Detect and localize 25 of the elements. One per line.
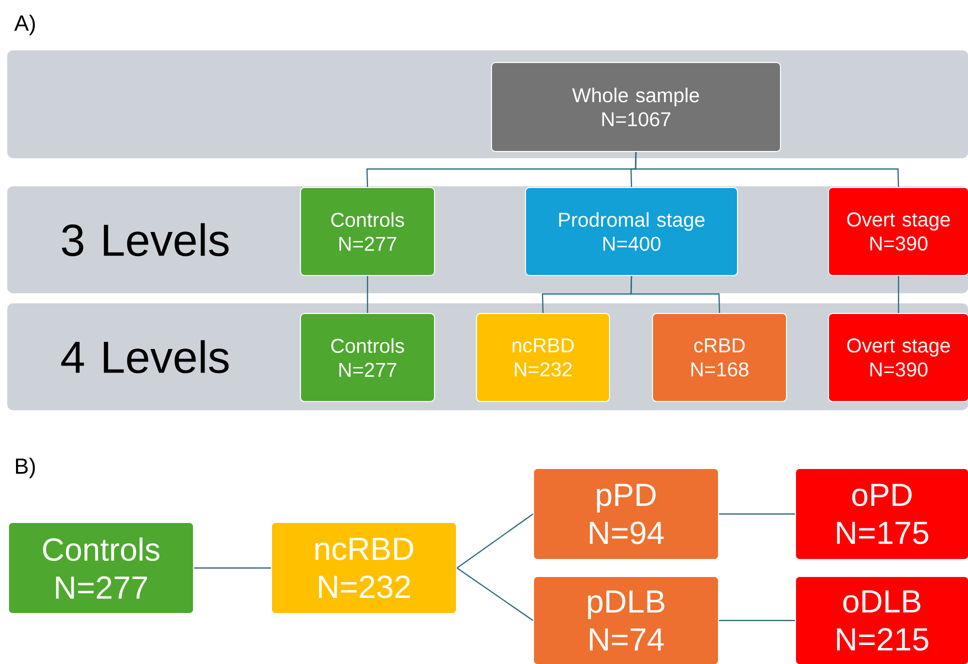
panel-label: A): [14, 14, 35, 36]
group-box: oPD N=175: [795, 468, 968, 560]
connector-line: [719, 513, 795, 515]
group-box: Overt stage N=390: [828, 187, 968, 276]
connector-line: [456, 514, 534, 568]
group-box: Prodromal stage N=400: [525, 187, 738, 276]
connector-line: [634, 152, 900, 188]
connector-line: [194, 567, 271, 569]
group-box: ncRBD N=232: [271, 522, 457, 614]
connector-line: [366, 276, 368, 313]
connector-line: [456, 568, 534, 621]
group-box: pDLB N=74: [533, 576, 719, 664]
panel-label: B): [16, 458, 35, 478]
group-box: Controls N=277: [300, 313, 435, 402]
group-box: Whole sample N=1067: [491, 62, 781, 152]
group-box: Overt stage N=390: [828, 313, 968, 402]
group-box: pPD N=94: [533, 468, 719, 560]
group-box: oDLB N=215: [795, 576, 968, 664]
connector-line: [719, 620, 795, 622]
group-box: cRBD N=168: [652, 313, 787, 402]
connector-line: [630, 276, 720, 314]
connector-line: [898, 276, 900, 313]
group-box: Controls N=277: [8, 522, 194, 614]
group-box: Controls N=277: [300, 187, 435, 276]
group-box: ncRBD N=232: [476, 313, 610, 402]
